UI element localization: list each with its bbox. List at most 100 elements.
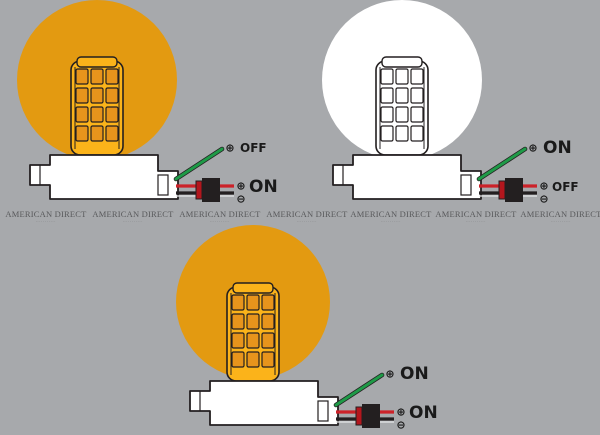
led-chip: [395, 87, 409, 104]
led-chip: [231, 313, 245, 330]
green-wire-plus-symbol: ⊕: [385, 368, 394, 381]
red-wire-state-label: ON: [409, 403, 438, 423]
inline-connector: [505, 178, 523, 202]
led-chip: [395, 68, 409, 85]
led-column: [226, 282, 280, 382]
green-wire: [174, 147, 224, 181]
watermark-title: AMERICAN DIRECT: [266, 209, 348, 219]
led-chip: [75, 125, 89, 142]
socket-outline: [29, 154, 179, 200]
watermark-title: AMERICAN DIRECT: [350, 209, 432, 219]
watermark-subtitle: ...........: [296, 218, 318, 223]
black-wire-minus-symbol: ⊖: [539, 193, 548, 206]
led-chip: [261, 332, 275, 349]
led-chip: [410, 106, 424, 123]
led-chip: [105, 125, 119, 142]
red-wire-plus-symbol: ⊕: [539, 180, 548, 193]
socket-outline: [189, 380, 339, 426]
led-chip: [395, 106, 409, 123]
watermark: AMERICAN DIRECT...........: [433, 210, 519, 223]
led-chip: [261, 313, 275, 330]
led-chip: [261, 294, 275, 311]
watermark: AMERICAN DIRECT...........: [264, 210, 350, 223]
watermark-subtitle: ...........: [465, 218, 487, 223]
red-wire-state-label: ON: [249, 177, 278, 197]
connector-sleeve: [195, 180, 203, 200]
watermark-subtitle: ...........: [35, 218, 57, 223]
led-chip: [410, 125, 424, 142]
watermark: AMERICAN DIRECT...........: [348, 210, 434, 223]
inline-connector: [362, 404, 380, 428]
led-chip: [231, 294, 245, 311]
led-chip: [75, 68, 89, 85]
green-wire-state-label: ON: [400, 364, 429, 384]
led-chip: [380, 68, 394, 85]
black-wire-minus-symbol: ⊖: [396, 419, 405, 432]
watermark-title: AMERICAN DIRECT: [179, 209, 261, 219]
led-chip: [246, 332, 260, 349]
led-chip: [380, 106, 394, 123]
wire-harness: [476, 146, 537, 202]
led-chip: [246, 351, 260, 368]
led-chip: [75, 87, 89, 104]
led-chip: [380, 125, 394, 142]
connector-sleeve: [498, 180, 506, 200]
led-chip: [105, 106, 119, 123]
socket-base: [189, 380, 339, 426]
watermark-title: AMERICAN DIRECT: [520, 209, 600, 219]
red-wire-plus-symbol: ⊕: [396, 406, 405, 419]
watermark: AMERICAN DIRECT...........: [3, 210, 89, 223]
led-chip: [231, 332, 245, 349]
led-chip: [90, 68, 104, 85]
inline-connector: [202, 178, 220, 202]
led-cap: [232, 282, 274, 294]
green-wire: [334, 373, 384, 407]
led-chip: [246, 294, 260, 311]
socket-port: [317, 400, 329, 422]
wire-harness: [173, 146, 234, 202]
led-chip: [90, 125, 104, 142]
led-chip: [410, 87, 424, 104]
watermark-title: AMERICAN DIRECT: [92, 209, 174, 219]
led-cap: [76, 56, 118, 68]
socket-base: [332, 154, 482, 200]
socket-port: [460, 174, 472, 196]
led-chip: [410, 68, 424, 85]
led-column: [375, 56, 429, 156]
watermark-title: AMERICAN DIRECT: [5, 209, 87, 219]
socket-base: [29, 154, 179, 200]
watermark-subtitle: ...........: [550, 218, 572, 223]
green-wire-plus-symbol: ⊕: [528, 142, 537, 155]
green-wire-state-label: ON: [543, 138, 572, 158]
led-column: [70, 56, 124, 156]
socket-outline: [332, 154, 482, 200]
watermark-subtitle: ...........: [122, 218, 144, 223]
watermark: AMERICAN DIRECT...........: [90, 210, 176, 223]
watermark-title: AMERICAN DIRECT: [435, 209, 517, 219]
green-wire-plus-symbol: ⊕: [225, 142, 234, 155]
led-chip: [90, 106, 104, 123]
led-chip: [105, 68, 119, 85]
black-wire-minus-symbol: ⊖: [236, 193, 245, 206]
connector-sleeve: [355, 406, 363, 426]
led-cap: [381, 56, 423, 68]
socket-port: [157, 174, 169, 196]
led-chip: [231, 351, 245, 368]
red-wire-state-label: OFF: [552, 180, 579, 194]
led-chip: [380, 87, 394, 104]
led-chip: [105, 87, 119, 104]
led-chip: [261, 351, 275, 368]
led-chip: [395, 125, 409, 142]
led-chip: [246, 313, 260, 330]
watermark: AMERICAN DIRECT...........: [177, 210, 263, 223]
watermark-subtitle: ...........: [209, 218, 231, 223]
wire-harness: [333, 372, 394, 428]
green-wire-state-label: OFF: [240, 141, 267, 155]
green-wire: [477, 147, 527, 181]
led-chip: [75, 106, 89, 123]
watermark: AMERICAN DIRECT...........: [518, 210, 600, 223]
